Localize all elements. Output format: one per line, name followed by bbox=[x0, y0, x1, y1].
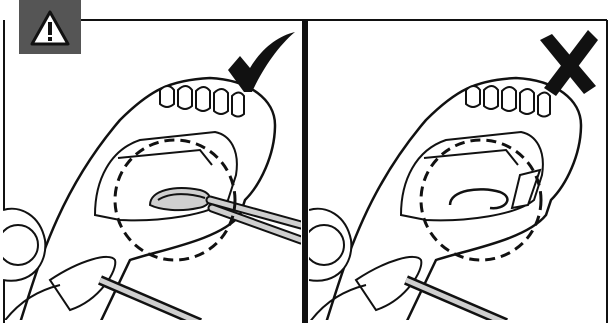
panel-correct bbox=[0, 78, 301, 323]
warning-badge bbox=[19, 0, 81, 54]
checkmark-icon bbox=[228, 32, 295, 92]
panel-divider bbox=[302, 20, 308, 323]
cross-icon bbox=[540, 30, 598, 96]
panel-incorrect bbox=[304, 78, 581, 323]
